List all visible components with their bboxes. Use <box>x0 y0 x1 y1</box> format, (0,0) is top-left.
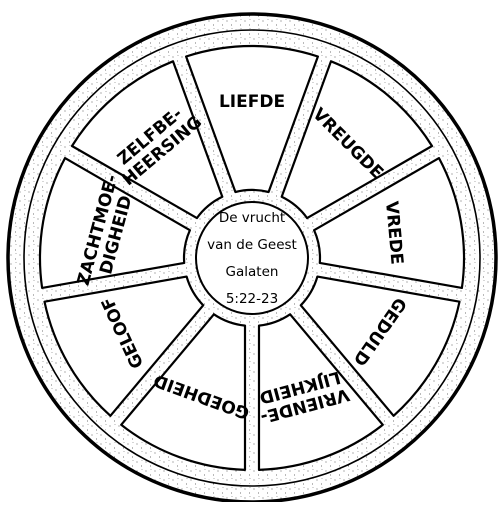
segment-label: LIEFDE <box>219 92 285 112</box>
center-hub: De vrucht van de Geest Galaten 5:22-23 <box>196 202 308 314</box>
center-line-4: 5:22-23 <box>226 291 278 307</box>
center-line-2: van de Geest <box>207 237 297 253</box>
segment-label-line: LIEFDE <box>219 92 285 112</box>
center-line-1: De vrucht <box>219 210 285 226</box>
center-line-3: Galaten <box>226 264 279 280</box>
